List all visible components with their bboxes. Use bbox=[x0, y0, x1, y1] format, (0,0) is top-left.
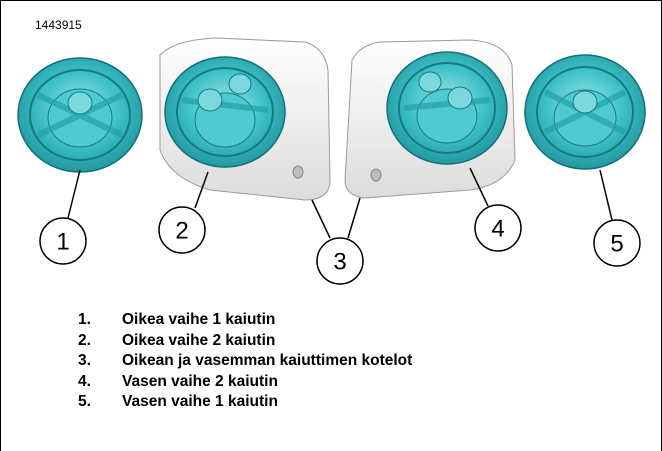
legend-number: 3. bbox=[78, 351, 122, 372]
speaker-4-icon bbox=[387, 52, 507, 164]
callout-label-1: 1 bbox=[56, 229, 69, 256]
callout-label-5: 5 bbox=[610, 231, 623, 258]
legend-number: 1. bbox=[78, 310, 122, 331]
legend-item: 3.Oikean ja vasemman kaiuttimen kotelot bbox=[78, 351, 412, 372]
legend-text: Oikea vaihe 2 kaiutin bbox=[122, 332, 275, 349]
leader-line-3b bbox=[348, 198, 360, 238]
leader-line-1 bbox=[68, 170, 80, 218]
speaker-1-icon bbox=[18, 58, 142, 172]
callout-label-4: 4 bbox=[491, 216, 504, 243]
leader-line-5 bbox=[600, 170, 612, 220]
legend-text: Vasen vaihe 1 kaiutin bbox=[122, 393, 278, 410]
leader-line-3a bbox=[312, 200, 330, 238]
legend-item: 2.Oikea vaihe 2 kaiutin bbox=[78, 331, 412, 352]
callout-label-2: 2 bbox=[175, 218, 188, 245]
legend-number: 5. bbox=[78, 392, 122, 413]
legend-item: 5.Vasen vaihe 1 kaiutin bbox=[78, 392, 412, 413]
legend-text: Oikean ja vasemman kaiuttimen kotelot bbox=[122, 352, 412, 369]
speaker-5-icon bbox=[525, 55, 645, 169]
legend-text: Vasen vaihe 2 kaiutin bbox=[122, 373, 278, 390]
legend-item: 4.Vasen vaihe 2 kaiutin bbox=[78, 372, 412, 393]
legend-number: 4. bbox=[78, 372, 122, 393]
callout-label-3: 3 bbox=[333, 249, 346, 276]
legend-item: 1.Oikea vaihe 1 kaiutin bbox=[78, 310, 412, 331]
legend-list: 1.Oikea vaihe 1 kaiutin 2.Oikea vaihe 2 … bbox=[78, 310, 412, 413]
legend-text: Oikea vaihe 1 kaiutin bbox=[122, 311, 275, 328]
legend-number: 2. bbox=[78, 331, 122, 352]
speaker-2-icon bbox=[165, 57, 285, 167]
